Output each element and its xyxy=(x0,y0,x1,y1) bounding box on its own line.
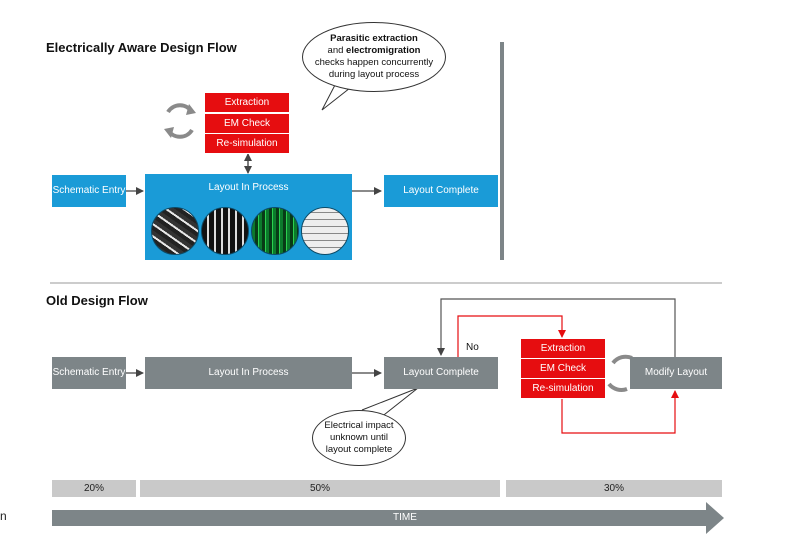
loop-check-to-modify xyxy=(561,390,679,434)
layout-thumbnail-1 xyxy=(151,207,199,255)
left-edge-fragment: n xyxy=(0,509,7,523)
no-label: No xyxy=(466,342,479,353)
em-check-box-bottom: EM Check xyxy=(521,359,605,379)
bottom-section-title: Old Design Flow xyxy=(46,293,148,308)
bubble-concurrent-checks: Parasitic extraction and electromigratio… xyxy=(302,22,446,92)
vertical-divider xyxy=(500,42,504,260)
modify-layout-box: Modify Layout xyxy=(630,357,722,389)
bubble-tail-top xyxy=(321,84,351,111)
re-simulation-box-bottom: Re-simulation xyxy=(521,379,605,399)
layout-complete-bottom: Layout Complete xyxy=(384,357,498,389)
em-check-box-top: EM Check xyxy=(205,114,289,134)
schematic-entry-top: Schematic Entry xyxy=(52,175,126,207)
top-section-title: Electrically Aware Design Flow xyxy=(46,40,237,55)
bubble-electrical-impact: Electrical impact unknown until layout c… xyxy=(312,410,406,466)
cycle-icon-bottom xyxy=(607,354,633,392)
extraction-box-top: Extraction xyxy=(205,93,289,113)
layout-complete-top: Layout Complete xyxy=(384,175,498,207)
layout-thumbnail-3 xyxy=(251,207,299,255)
timeline-segment-20: 20% xyxy=(52,480,136,497)
layout-in-process-bottom: Layout In Process xyxy=(145,357,352,389)
time-arrow-label: TIME xyxy=(393,512,417,523)
bubble-top-line4: during layout process xyxy=(328,69,420,80)
schematic-entry-bottom: Schematic Entry xyxy=(52,357,126,389)
loop-complete-to-check xyxy=(457,315,566,357)
bubble-top-line3: checks happen concurrently xyxy=(314,57,434,68)
bubble-top-line2-bold: electromigration xyxy=(346,45,421,56)
extraction-box-bottom: Extraction xyxy=(521,339,605,359)
layout-in-process-top-label: Layout In Process xyxy=(208,182,289,193)
bubble-bottom-line3: layout complete xyxy=(325,444,393,455)
layout-thumbnail-2 xyxy=(201,207,249,255)
time-arrow-shape xyxy=(52,502,724,534)
re-simulation-box-top: Re-simulation xyxy=(205,134,289,154)
timeline-segment-30: 30% xyxy=(506,480,722,497)
layout-thumbnail-4 xyxy=(301,207,349,255)
loop-modify-to-complete xyxy=(437,298,676,357)
bubble-top-line1: Parasitic extraction xyxy=(330,33,418,44)
bubble-top-line2-prefix: and xyxy=(327,45,347,56)
timeline-segment-50: 50% xyxy=(140,480,500,497)
bubble-bottom-line2: unknown until xyxy=(329,432,389,443)
bubble-bottom-line1: Electrical impact xyxy=(324,420,394,431)
